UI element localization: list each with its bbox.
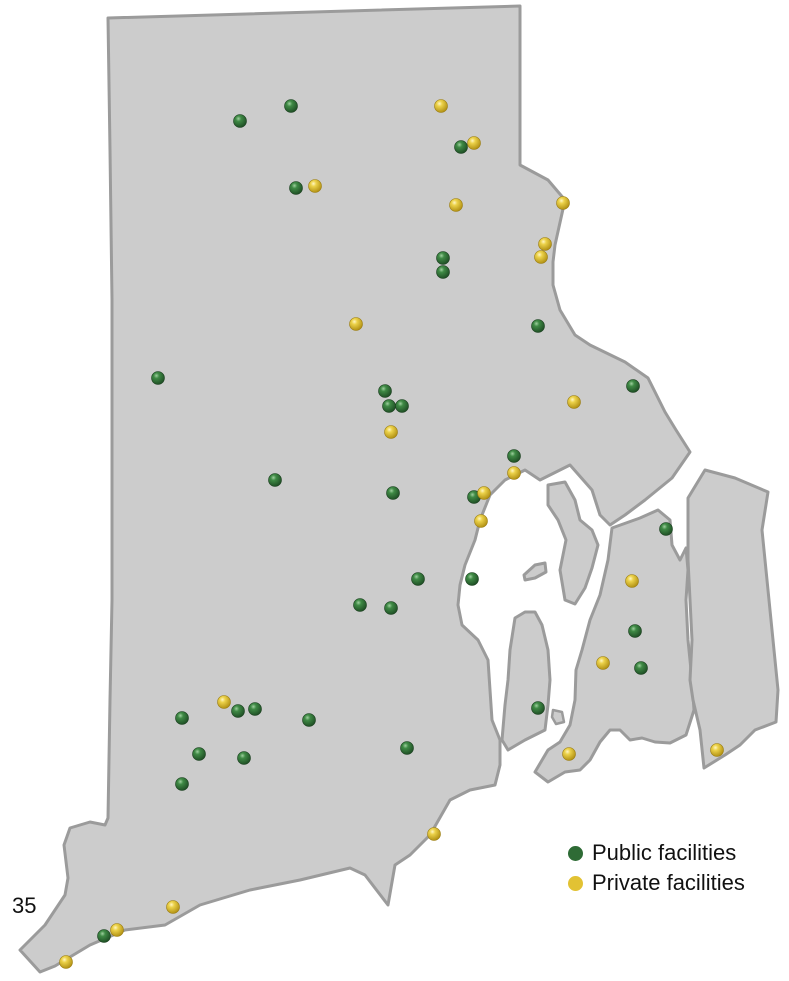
public-facility-marker bbox=[175, 777, 189, 791]
public-facility-marker bbox=[400, 741, 414, 755]
public-dot-icon bbox=[568, 845, 583, 861]
private-facility-marker bbox=[538, 237, 552, 251]
private-facility-marker bbox=[217, 695, 231, 709]
small-islet-shape bbox=[550, 708, 566, 726]
public-facility-marker bbox=[302, 713, 316, 727]
hope-island-shape bbox=[522, 561, 548, 582]
private-facility-marker bbox=[449, 198, 463, 212]
private-facility-marker bbox=[349, 317, 363, 331]
private-facility-marker bbox=[474, 514, 488, 528]
public-facility-marker bbox=[382, 399, 396, 413]
private-facility-marker bbox=[625, 574, 639, 588]
private-facility-marker bbox=[166, 900, 180, 914]
public-facility-marker bbox=[411, 572, 425, 586]
private-facility-marker bbox=[384, 425, 398, 439]
public-facility-marker bbox=[151, 371, 165, 385]
public-facility-marker bbox=[465, 572, 479, 586]
public-facility-marker bbox=[436, 251, 450, 265]
facility-markers bbox=[59, 99, 724, 969]
public-facility-marker bbox=[248, 702, 262, 716]
private-facility-marker bbox=[467, 136, 481, 150]
public-facility-marker bbox=[233, 114, 247, 128]
map-legend: Public facilities Private facilities bbox=[568, 838, 745, 898]
public-facility-marker bbox=[97, 929, 111, 943]
public-facility-marker bbox=[378, 384, 392, 398]
private-facility-marker bbox=[427, 827, 441, 841]
public-facility-marker bbox=[284, 99, 298, 113]
public-facility-marker bbox=[237, 751, 251, 765]
aquidneck-island-shape bbox=[533, 508, 696, 784]
private-facility-marker bbox=[477, 486, 491, 500]
private-facility-marker bbox=[59, 955, 73, 969]
mainland-shape bbox=[18, 4, 692, 974]
public-facility-marker bbox=[289, 181, 303, 195]
prudence-island-shape bbox=[546, 480, 600, 606]
private-facility-marker bbox=[434, 99, 448, 113]
private-facility-marker bbox=[110, 923, 124, 937]
public-facility-marker bbox=[384, 601, 398, 615]
public-facility-marker bbox=[192, 747, 206, 761]
public-facility-marker bbox=[531, 701, 545, 715]
private-facility-marker bbox=[556, 196, 570, 210]
legend-label-private: Private facilities bbox=[592, 870, 745, 895]
public-facility-marker bbox=[626, 379, 640, 393]
public-facility-marker bbox=[268, 473, 282, 487]
sakonnet-peninsula-shape bbox=[686, 468, 780, 770]
public-facility-marker bbox=[454, 140, 468, 154]
private-facility-marker bbox=[534, 250, 548, 264]
land-layer bbox=[18, 4, 780, 974]
private-facility-marker bbox=[596, 656, 610, 670]
private-facility-marker bbox=[710, 743, 724, 757]
legend-label-public: Public facilities bbox=[592, 840, 737, 865]
legend-item-public: Public facilities bbox=[568, 838, 745, 868]
private-facility-marker bbox=[507, 466, 521, 480]
private-dot-icon bbox=[568, 875, 583, 891]
public-facility-marker bbox=[531, 319, 545, 333]
public-facility-marker bbox=[386, 486, 400, 500]
public-facility-marker bbox=[634, 661, 648, 675]
public-facility-marker bbox=[659, 522, 673, 536]
public-facility-marker bbox=[436, 265, 450, 279]
private-facility-marker bbox=[567, 395, 581, 409]
conanicut-island-shape bbox=[500, 610, 552, 752]
public-facility-marker bbox=[175, 711, 189, 725]
public-facility-marker bbox=[231, 704, 245, 718]
public-facility-marker bbox=[395, 399, 409, 413]
public-facility-marker bbox=[353, 598, 367, 612]
public-facility-marker bbox=[628, 624, 642, 638]
private-facility-marker bbox=[562, 747, 576, 761]
legend-item-private: Private facilities bbox=[568, 868, 745, 898]
private-facility-marker bbox=[308, 179, 322, 193]
public-facility-marker bbox=[507, 449, 521, 463]
page-number: 35 bbox=[12, 893, 37, 918]
